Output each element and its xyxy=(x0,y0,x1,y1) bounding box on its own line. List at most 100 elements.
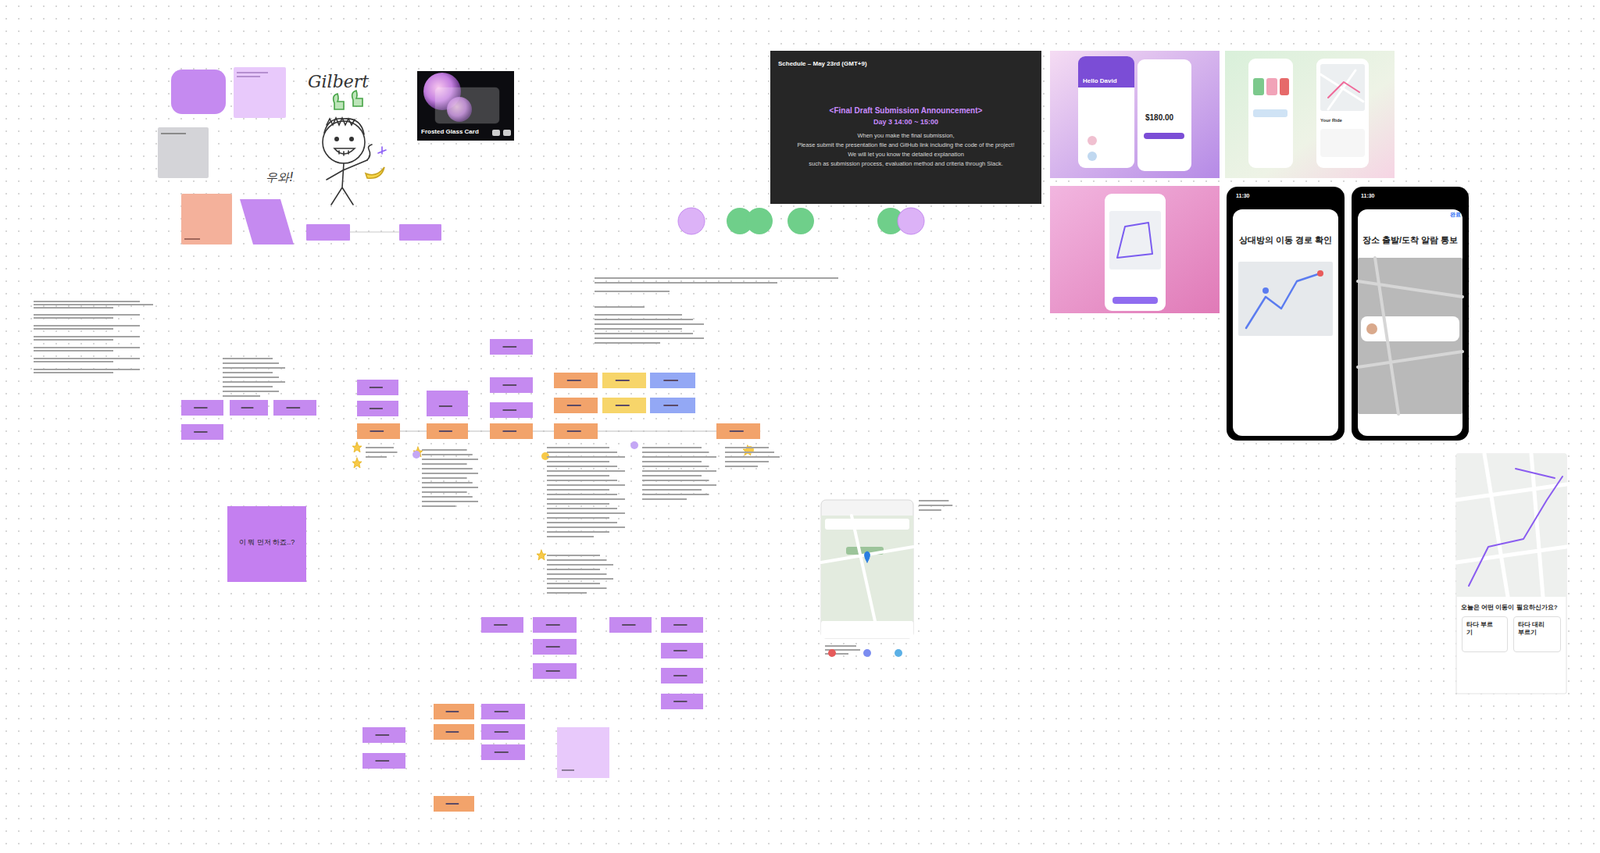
illegible-text xyxy=(594,332,693,335)
screenshot-part xyxy=(1357,209,1463,436)
illegible-text xyxy=(446,803,460,805)
flow-box xyxy=(273,400,317,416)
screenshot-part xyxy=(1253,78,1265,96)
status-circle xyxy=(787,207,815,235)
illegible-text xyxy=(286,407,301,409)
screenshot-part xyxy=(1112,296,1158,304)
illegible-text xyxy=(725,446,769,449)
node-title: 이 뭐 먼저 하죠..? xyxy=(239,538,296,547)
node-text: Please submit the presentation file and … xyxy=(796,141,1015,149)
illegible-text xyxy=(546,465,618,468)
flow-box xyxy=(602,397,647,414)
illegible-text xyxy=(503,346,518,348)
sticky-shape xyxy=(306,224,350,241)
flow-box xyxy=(716,423,761,440)
illegible-text xyxy=(725,465,758,468)
screenshot-part xyxy=(1104,193,1166,311)
illegible-text xyxy=(546,446,610,449)
illegible-text xyxy=(725,460,769,463)
illegible-text xyxy=(642,460,702,463)
handwritten-note: 우와! xyxy=(265,170,294,186)
illegible-text xyxy=(365,446,394,449)
illegible-text xyxy=(503,409,518,411)
illegible-text xyxy=(546,479,618,482)
illegible-text xyxy=(642,493,710,496)
content-panel: Schedule – May 23rd (GMT+9)<Final Draft … xyxy=(770,50,1042,204)
screenshot-part xyxy=(1248,58,1293,168)
node-title: 오늘은 어떤 이동이 필요하신가요? xyxy=(1460,603,1558,612)
illegible-text xyxy=(594,314,683,316)
screenshot-part xyxy=(1078,56,1135,168)
illegible-text xyxy=(615,404,630,407)
illegible-text xyxy=(546,517,610,519)
option-button: 타다 대리 부르기 xyxy=(1513,616,1561,653)
handwritten-note: Gilbert xyxy=(307,71,369,92)
illegible-text xyxy=(546,578,614,580)
screenshot-part xyxy=(1266,78,1278,96)
node-title: Your Ride xyxy=(1320,117,1343,124)
screenshot-part xyxy=(1117,222,1153,258)
flow-box xyxy=(357,379,399,396)
content-panel: Hello David$180.00 xyxy=(1050,50,1220,179)
illegible-text xyxy=(222,390,279,393)
illegible-text xyxy=(594,337,704,340)
illegible-text xyxy=(421,496,473,498)
illegible-text xyxy=(365,456,387,458)
node-text: 상대방의 이동 경로 확인 xyxy=(1239,235,1333,246)
illegible-text xyxy=(446,710,460,713)
illegible-text xyxy=(642,456,717,458)
illegible-text xyxy=(222,362,279,365)
flow-box xyxy=(532,639,577,655)
sticky-shape xyxy=(171,69,226,115)
illegible-text xyxy=(546,526,625,529)
screenshot-part xyxy=(1360,316,1460,342)
illegible-text xyxy=(918,500,949,502)
illegible-text xyxy=(222,376,279,379)
illegible-text xyxy=(642,489,702,491)
node-title: 타다 대리 부르기 xyxy=(1517,621,1550,636)
illegible-text xyxy=(642,465,710,468)
illegible-text xyxy=(421,449,468,451)
illegible-text xyxy=(33,335,140,338)
illegible-text xyxy=(365,451,398,454)
illegible-text xyxy=(33,360,114,363)
star-icon xyxy=(352,442,362,453)
flow-box xyxy=(181,400,224,416)
illegible-text xyxy=(439,430,453,433)
illegible-text xyxy=(673,675,687,677)
illegible-text xyxy=(673,650,687,652)
illegible-text xyxy=(567,430,582,433)
illegible-text xyxy=(421,472,479,475)
flow-box xyxy=(650,397,696,414)
flow-box xyxy=(357,423,400,440)
illegible-text xyxy=(222,371,273,374)
illegible-text xyxy=(673,624,687,626)
gilbert-doodle xyxy=(322,90,386,205)
illegible-text xyxy=(546,592,587,594)
illegible-text xyxy=(193,407,208,409)
screenshot-part xyxy=(1456,453,1567,597)
node-text: When you make the final submission, xyxy=(857,132,954,140)
illegible-text xyxy=(546,475,610,477)
illegible-text xyxy=(546,564,614,566)
flow-box xyxy=(532,617,577,633)
screenshot-part xyxy=(1456,453,1567,694)
flow-box xyxy=(481,724,525,740)
screenshot-part xyxy=(821,500,914,639)
flow-box xyxy=(609,617,652,633)
shape xyxy=(350,232,400,233)
illegible-text xyxy=(725,456,780,458)
screenshot-part xyxy=(1320,64,1365,111)
illegible-text xyxy=(918,504,953,507)
illegible-text xyxy=(375,734,390,736)
illegible-text xyxy=(546,498,625,500)
illegible-text xyxy=(546,535,594,538)
illegible-text xyxy=(546,456,625,458)
illegible-text xyxy=(546,559,608,561)
node-title: Frosted Glass Card xyxy=(421,128,479,136)
illegible-text xyxy=(663,404,679,407)
illegible-text xyxy=(503,430,518,433)
illegible-text xyxy=(642,498,687,500)
marker-dot xyxy=(630,441,639,450)
illegible-text xyxy=(663,379,679,382)
